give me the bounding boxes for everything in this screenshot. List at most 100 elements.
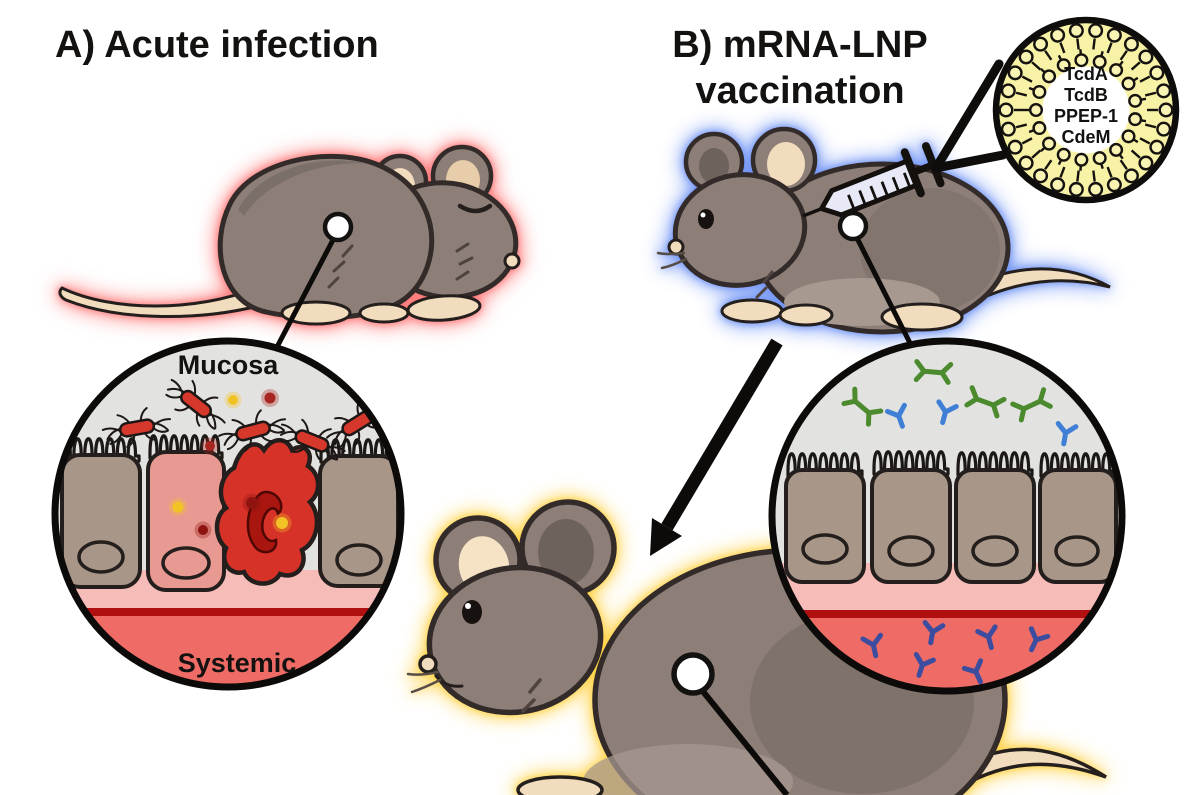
mouse-front-paw-2: [778, 303, 834, 327]
mucosa-label: Mucosa: [178, 350, 280, 380]
cell-nucleus: [161, 546, 211, 580]
lipid-head: [1032, 84, 1047, 99]
mouse-ear-back-inner: [767, 142, 805, 186]
panel-a-title: A) Acute infection: [55, 24, 379, 66]
lipid-head: [1092, 151, 1107, 166]
cell-nucleus: [77, 540, 125, 574]
lipid-tail: [1021, 137, 1033, 145]
igg-antibody-icon: [922, 620, 946, 646]
lipid-tail: [1076, 170, 1080, 182]
infection-inset-border: [51, 337, 405, 691]
cell-nucleus: [335, 543, 383, 577]
iga-antibody-icon: [964, 385, 1007, 419]
mouse-front-paw-2: [358, 302, 410, 324]
lipid-head: [1123, 168, 1139, 184]
igg-antibody-icon: [1055, 421, 1079, 447]
vaccinated-mouse: [656, 126, 1111, 335]
toxin-dot: [246, 497, 258, 509]
lipid-tail: [1044, 159, 1053, 170]
healthy-cell: [870, 468, 952, 584]
cell-nucleus: [1054, 535, 1100, 567]
lipid-tail: [1015, 91, 1028, 97]
sick-mouse: [58, 144, 521, 326]
lipid-head: [1106, 177, 1122, 193]
igg-antibody-icon: [961, 658, 984, 685]
lipid-tail: [1015, 123, 1028, 129]
flagella: [165, 378, 226, 430]
lipid-head: [1149, 65, 1165, 81]
mouse-eye: [462, 600, 482, 624]
cell-nucleus: [971, 535, 1019, 567]
arrow-head: [650, 518, 682, 556]
healthy-cell-2: [318, 454, 400, 588]
lipid-tail: [1059, 42, 1066, 54]
lnp-cargo-tcdb: TcdB: [1064, 85, 1108, 105]
lipid-head: [1000, 83, 1016, 99]
lnp-core: [1042, 66, 1130, 154]
mouse-nose: [503, 252, 521, 270]
arrow-shaft: [661, 338, 783, 531]
lipid-tail: [1106, 42, 1113, 54]
mouse-ear-front-inner: [699, 148, 729, 184]
lipid-head: [1074, 53, 1089, 68]
cell-nucleus: [801, 533, 849, 565]
lipid-head: [1018, 155, 1034, 171]
lipid-head: [1156, 121, 1172, 137]
inflamed-cell: [146, 450, 226, 592]
mouse-cheek-fur: [455, 242, 474, 281]
protection-inset-border: [768, 337, 1126, 695]
infection-inset: Mucosa Systemic: [51, 337, 405, 691]
toxin-dot: [264, 392, 276, 404]
lipid-head: [1088, 23, 1104, 39]
lipid-head: [1123, 36, 1139, 52]
cell-nucleus: [887, 535, 935, 567]
lipid-tail: [1119, 159, 1128, 170]
syringe-scale-ticks: [847, 172, 912, 210]
lipid-head: [1158, 102, 1174, 118]
lnp-cargo-ppep1: PPEP-1: [1054, 106, 1118, 126]
toxin-dot: [228, 395, 238, 405]
lipid-head: [1042, 69, 1057, 84]
mouse-eye: [698, 209, 714, 229]
igg-antibody-icon: [975, 624, 998, 651]
mouse-tail: [58, 285, 260, 319]
mouse-whiskers: [406, 670, 442, 694]
igg-antibody-icon: [860, 632, 884, 659]
lipid-tail: [1044, 50, 1053, 61]
lipid-head: [1156, 83, 1172, 99]
igg-antibody-icon: [936, 399, 959, 426]
lipid-head: [1092, 54, 1107, 69]
mouse-eye-highlight: [465, 603, 471, 609]
mouse-tail: [976, 267, 1111, 301]
mouse-mouth: [434, 674, 464, 688]
lipid-head: [1138, 155, 1154, 171]
callout-marker-icon: [671, 652, 715, 696]
lipid-head: [1033, 36, 1049, 52]
lipid-head: [1050, 27, 1066, 43]
igg-antibody-icon: [913, 652, 936, 678]
lipid-head: [1074, 152, 1089, 167]
mouse-chest-fur: [327, 244, 354, 289]
panel-b-title-line1: B) mRNA-LNP: [672, 24, 927, 66]
iga-antibody-icon: [913, 359, 954, 385]
lipid-head: [1018, 49, 1034, 65]
lipid-head: [1056, 58, 1071, 73]
lipid-head: [1042, 136, 1057, 151]
lipid-head: [1032, 121, 1047, 136]
lipid-head: [1050, 177, 1066, 193]
lipid-tail: [1031, 149, 1042, 159]
lipid-tail: [1076, 38, 1080, 50]
protection-inset: [768, 337, 1126, 695]
mouse-front-paw: [720, 298, 784, 324]
lnp-inset: TcdA TcdB PPEP-1 CdeM: [992, 16, 1180, 204]
toxin-dot: [172, 501, 184, 513]
bacterium-icon: [101, 407, 171, 448]
systemic-divider-line: [55, 608, 401, 616]
lipid-tail: [1130, 149, 1141, 159]
mouse-chest-fur: [755, 270, 774, 299]
toxin-dot: [205, 441, 215, 451]
mouse-nose: [667, 238, 685, 256]
lipid-head: [1028, 102, 1043, 117]
